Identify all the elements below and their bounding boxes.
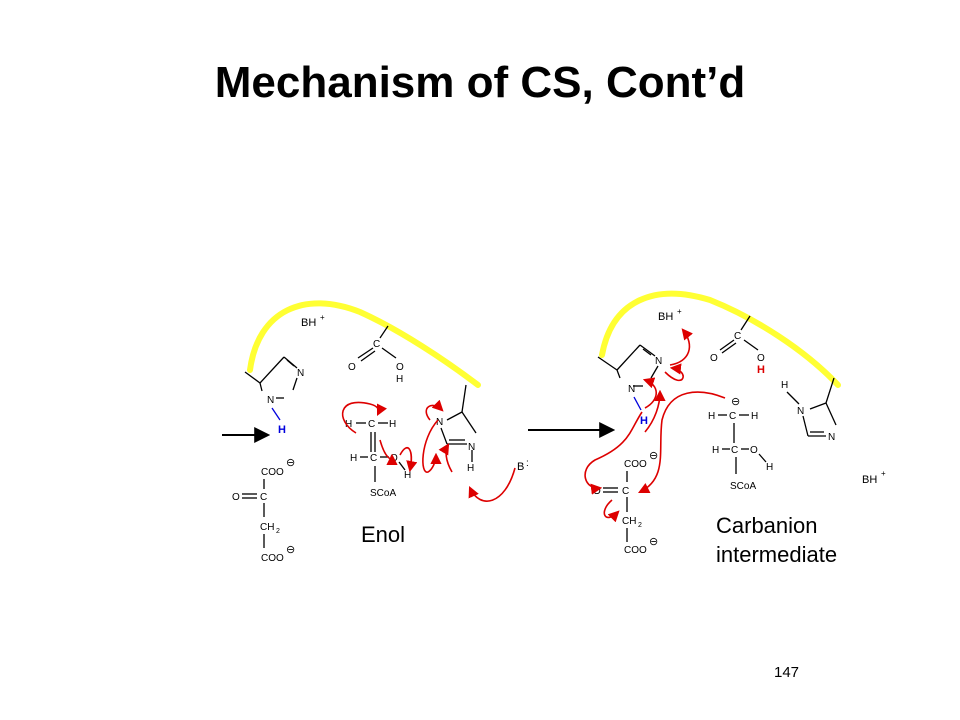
oaa-coo-top-left: COO <box>261 467 284 478</box>
oaa-minus-top-right: ⊖ <box>649 450 658 462</box>
oaa-c-right: C <box>622 486 629 497</box>
enzyme-arc-right <box>599 290 841 388</box>
imidazole-left-2-h: H <box>467 463 474 474</box>
oaa-c-left: C <box>260 492 267 503</box>
imidazole-right-2-n2: N <box>828 432 835 443</box>
base-colon-left: : <box>526 458 529 469</box>
carbanion-label-line-1: Carbanion <box>716 513 818 538</box>
carboxyl-c-left: C <box>373 339 380 350</box>
imidazole-left <box>244 356 298 399</box>
proton-right: H <box>640 415 648 427</box>
oaa-coo-top-right: COO <box>624 459 647 470</box>
enol-c1-left: C <box>368 419 375 430</box>
enol-h2-left: H <box>389 419 396 430</box>
imidazole-left-2 <box>440 384 477 462</box>
imidazole-right-2 <box>802 377 837 437</box>
carboxyl-h-right: H <box>757 364 765 376</box>
carb-o: O <box>750 445 758 456</box>
enol-label: Enol <box>361 522 406 547</box>
enol-c2-left: C <box>370 453 377 464</box>
oaa-ch-right: CH <box>622 516 636 527</box>
bh-plus-right-bottom: + <box>881 469 886 478</box>
carboxyl-o1-left: O <box>348 362 356 373</box>
imidazole-right <box>597 344 659 387</box>
carb-h1: H <box>708 411 715 422</box>
base-b-left: B <box>517 461 524 473</box>
carb-h3: H <box>712 445 719 456</box>
carb-scoa: SCoA <box>730 481 756 492</box>
carboxylic-acid-right <box>719 315 759 354</box>
enol-h4-left: H <box>404 470 411 481</box>
bh-plus-right-top: + <box>677 307 682 316</box>
oaa-minus-bottom-right: ⊖ <box>649 536 658 548</box>
carb-oh-bond <box>758 453 767 463</box>
imidazole-right-2-h: H <box>781 380 788 391</box>
electron-arrows-left <box>341 399 516 502</box>
carb-h2: H <box>751 411 758 422</box>
enol-oh-bond-left <box>398 461 406 471</box>
imidazole-right-2-nh-bond <box>786 391 800 405</box>
imidazole-left-n2: N <box>267 395 274 406</box>
oaa-coo-bottom-left: COO <box>261 553 284 564</box>
imidazole-right-n1: N <box>655 356 662 367</box>
carb-h4: H <box>766 462 773 473</box>
carboxylic-acid-left <box>357 325 397 362</box>
carb-c2: C <box>731 445 738 456</box>
oaa-ch-left: CH <box>260 522 274 533</box>
carb-minus: ⊖ <box>731 396 740 408</box>
oaa-minus-bottom-left: ⊖ <box>286 544 295 556</box>
oaa-ch-sub-right: 2 <box>638 522 642 529</box>
bh-plus-left: + <box>320 313 325 322</box>
carboxyl-o2-left: O <box>396 362 404 373</box>
page-number: 147 <box>774 664 800 681</box>
nh-bond-right <box>633 396 642 411</box>
proton-left: H <box>278 424 286 436</box>
carboxyl-c-right: C <box>734 331 741 342</box>
imidazole-left-2-n1: N <box>436 417 443 428</box>
electron-arrows-right <box>584 328 726 523</box>
oaa-ch-sub-left: 2 <box>276 528 280 535</box>
bh-label-left: BH <box>301 317 316 329</box>
oaa-coo-bottom-right: COO <box>624 545 647 556</box>
oaa-minus-top-left: ⊖ <box>286 457 295 469</box>
carboxyl-h-left: H <box>396 374 403 385</box>
imidazole-right-2-n1: N <box>797 406 804 417</box>
carb-c1: C <box>729 411 736 422</box>
imidazole-left-n1: N <box>297 368 304 379</box>
bh-label-right-top: BH <box>658 311 673 323</box>
enol-h3-left: H <box>350 453 357 464</box>
carboxyl-o1-right: O <box>710 353 718 364</box>
imidazole-left-2-n2: N <box>468 442 475 453</box>
imidazole-right-n2: N <box>628 384 635 395</box>
enzyme-arc-left <box>247 300 481 388</box>
carbanion-label-line-2: intermediate <box>716 542 838 567</box>
oaa-o-left: O <box>232 492 240 503</box>
enol-h1-left: H <box>345 419 352 430</box>
bh-label-right-bottom: BH <box>862 474 877 486</box>
slide-title: Mechanism of CS, Cont’d <box>214 58 746 107</box>
nh-bond-left <box>271 407 281 421</box>
enol-scoa-left: SCoA <box>370 488 396 499</box>
carboxyl-o2-right: O <box>757 353 765 364</box>
